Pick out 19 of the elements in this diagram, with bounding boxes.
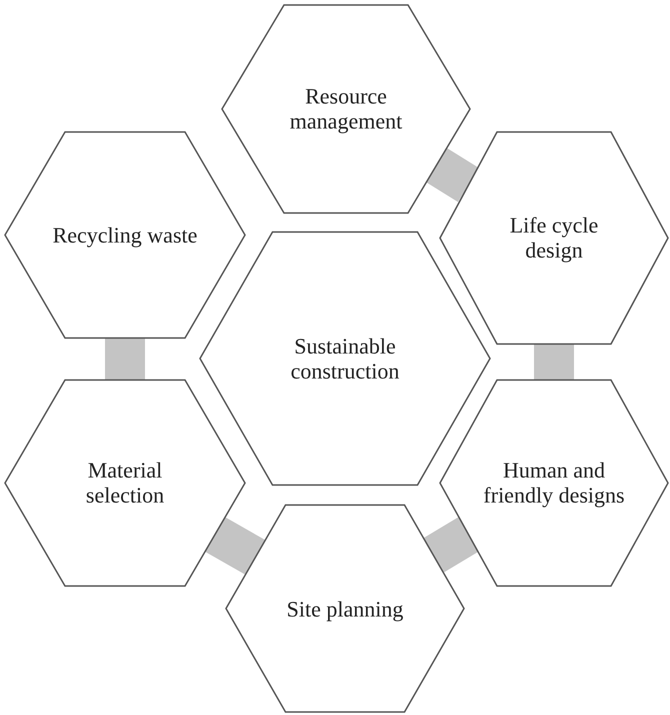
hexagon-node (440, 380, 668, 586)
connector-band (105, 338, 145, 380)
node-label: Site planning (286, 596, 404, 622)
node-label: Sustainable construction (290, 333, 400, 384)
connector-band (534, 344, 574, 380)
hexagon-node (200, 232, 490, 485)
node-label: Life cycle design (508, 212, 600, 264)
node-label: Resource management (288, 84, 404, 134)
connector-band (426, 148, 480, 202)
node-label: Material selection (84, 458, 166, 508)
hexagon-node (5, 132, 245, 338)
hexagon-node (5, 380, 245, 586)
hexagon-node (440, 132, 668, 344)
hexagon-node (222, 5, 470, 213)
node-label: Human and friendly designs (482, 458, 626, 508)
connector-band (423, 517, 479, 573)
connector-band (205, 517, 266, 575)
node-label: Recycling waste (52, 222, 198, 248)
hexagon-node (226, 505, 464, 712)
